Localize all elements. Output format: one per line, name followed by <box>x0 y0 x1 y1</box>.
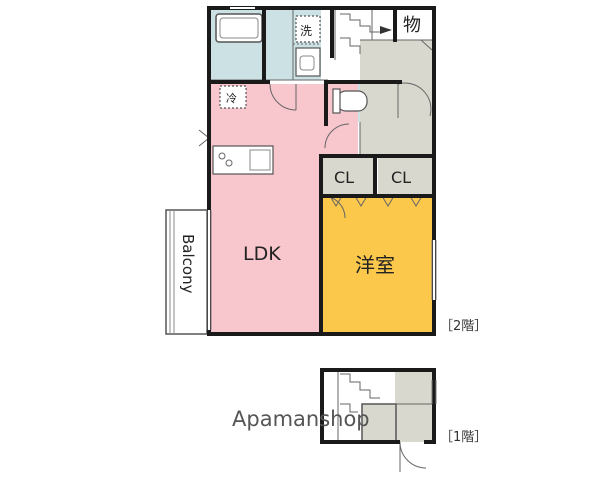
floor-label-2f: ［2階］ <box>440 319 487 334</box>
ldk-label: LDK <box>243 243 281 265</box>
window-frames <box>206 210 437 330</box>
bedroom-label: 洋室 <box>355 253 395 277</box>
closet-left <box>323 158 373 194</box>
balcony: Balcony <box>165 209 208 335</box>
stairs-upper <box>334 10 392 60</box>
brand-watermark: Apamanshop <box>232 407 370 431</box>
toilet-fixture <box>332 88 368 114</box>
closet-right-label: CL <box>391 168 411 187</box>
closet-right <box>378 158 432 194</box>
fridge-space <box>219 85 247 109</box>
fridge-label: 冷 <box>226 92 237 105</box>
laundry-box <box>295 15 321 43</box>
hallway <box>360 40 432 156</box>
balcony-label: Balcony <box>179 234 197 294</box>
bedroom <box>323 196 433 332</box>
laundry-label: 洗 <box>300 24 312 38</box>
closet-left-label: CL <box>334 168 354 187</box>
windows <box>208 7 435 330</box>
storage-room <box>397 10 432 40</box>
lower-floor <box>320 368 437 472</box>
storage-label: 物 <box>403 15 421 36</box>
floor-label-1f: ［1階］ <box>440 430 487 445</box>
kitchen-counter <box>212 145 274 175</box>
